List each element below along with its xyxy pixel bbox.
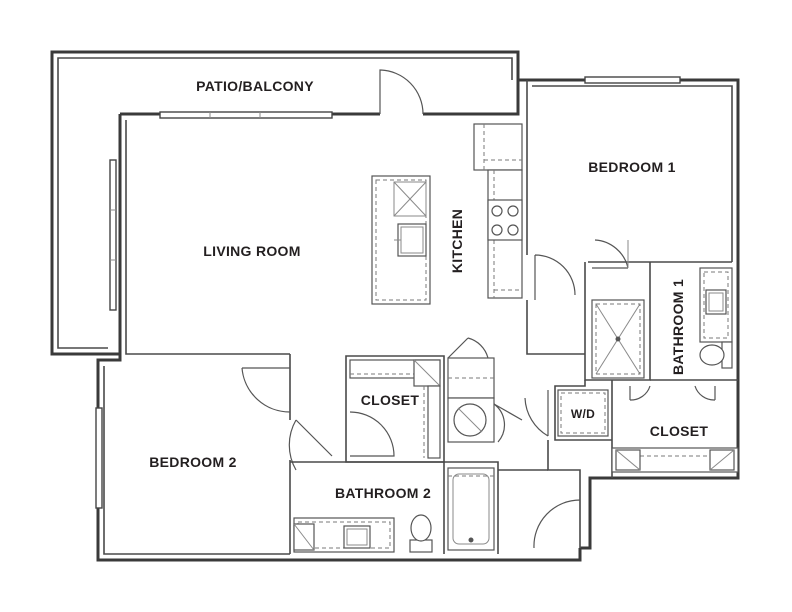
patio-balcony-area — [50, 50, 527, 356]
patio-balcony-label: PATIO/BALCONY — [196, 78, 314, 94]
bathroom-2-walls — [290, 461, 499, 554]
bathtub-icon — [447, 467, 495, 551]
closet-b-doors — [629, 385, 716, 401]
wd-door — [524, 390, 549, 437]
bedroom-1-door — [534, 254, 576, 300]
bathroom-1-door — [592, 239, 629, 269]
shower-icon — [591, 299, 645, 379]
range-icon — [487, 199, 523, 241]
sink-icon — [343, 525, 371, 549]
living-room-window-top — [159, 111, 333, 119]
bedroom-1-walls — [526, 80, 733, 355]
toilet-icon — [699, 341, 733, 369]
wd-label: W/D — [571, 407, 595, 421]
closet-a-shelving — [349, 359, 441, 459]
closet-b-label: CLOSET — [650, 423, 709, 439]
entry-walls — [498, 440, 581, 548]
bedroom-1-label: BEDROOM 1 — [588, 159, 676, 175]
bedroom-2-door — [241, 367, 291, 413]
bathroom-2-label: BATHROOM 2 — [335, 485, 431, 501]
closet-b-shelving — [611, 447, 739, 473]
closet-a-door — [349, 411, 395, 457]
patio-door — [379, 69, 424, 115]
kitchen-label: KITCHEN — [449, 209, 465, 273]
entry-door — [533, 499, 581, 549]
sink-icon — [394, 223, 427, 257]
toilet-icon — [409, 514, 433, 553]
washer-dryer — [557, 389, 609, 437]
sink-icon — [705, 289, 727, 315]
bedroom-1-window — [584, 76, 681, 84]
living-room-window-left — [109, 159, 117, 311]
closet-a-label: CLOSET — [361, 392, 420, 408]
bedroom-2-window — [95, 407, 103, 509]
exterior-walls — [96, 78, 740, 562]
bathroom-2-door — [288, 419, 333, 471]
bedroom-2-label: BEDROOM 2 — [149, 454, 237, 470]
bathroom-1-walls — [584, 262, 738, 381]
bathroom-1-label: BATHROOM 1 — [670, 279, 686, 375]
utility-cabinets — [447, 337, 523, 443]
living-room-label: LIVING ROOM — [203, 243, 300, 259]
